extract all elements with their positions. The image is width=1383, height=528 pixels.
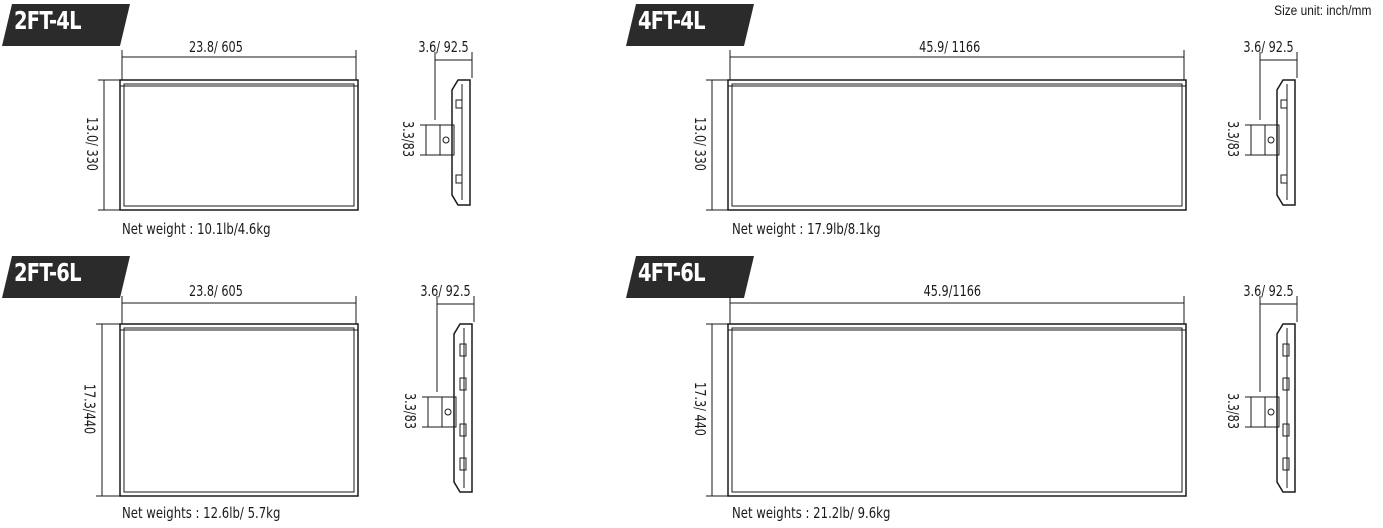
net-weight: Net weight : 17.9lb/8.1kg: [732, 220, 881, 238]
width-dimension: 23.8/ 605: [188, 38, 243, 56]
size-unit-note: Size unit: inch/mm: [1273, 2, 1371, 18]
bracket-dimension: 3.3/83: [1224, 393, 1242, 429]
model-label: 4FT-4L: [638, 6, 706, 35]
net-weight: Net weight : 10.1lb/4.6kg: [122, 220, 271, 238]
dimension-drawing: [706, 50, 1298, 211]
bracket-dimension: 3.3/83: [399, 121, 417, 157]
height-dimension: 13.0/ 330: [82, 117, 101, 171]
model-badge: [2, 256, 130, 298]
model-label: 2FT-4L: [14, 6, 82, 35]
height-dimension: 17.3/ 440: [690, 382, 709, 436]
width-dimension: 23.8/ 605: [188, 282, 243, 300]
bracket-dimension: 3.3/83: [1224, 121, 1242, 157]
spec-panel-4ft-4l: 4FT-4L 45.9/ 1166 13.0/ 330 3.6/ 92.5 3.…: [624, 0, 1314, 264]
spec-panel-2ft-6l: 2FT-6L 23.8/ 605 17.3/440 3.6/ 92.5 3.3/…: [0, 252, 690, 522]
depth-dimension: 3.6/ 92.5: [1243, 282, 1294, 300]
height-dimension: 17.3/440: [80, 383, 99, 435]
depth-dimension: 3.6/ 92.5: [1243, 38, 1294, 56]
height-dimension: 13.0/ 330: [690, 117, 709, 171]
model-label: 4FT-6L: [638, 258, 706, 287]
width-dimension: 45.9/ 1166: [919, 38, 981, 56]
width-dimension: 45.9/1166: [923, 282, 982, 300]
depth-dimension: 3.6/ 92.5: [420, 282, 471, 300]
net-weight: Net weights : 21.2lb/ 9.6kg: [732, 504, 891, 522]
model-badge: [626, 4, 754, 46]
spec-panel-4ft-6l: 4FT-6L 45.9/1166 17.3/ 440 3.6/ 92.5 3.3…: [624, 252, 1314, 522]
bracket-dimension: 3.3/83: [401, 393, 419, 429]
model-label: 2FT-6L: [14, 258, 82, 287]
model-badge: [2, 4, 130, 46]
depth-dimension: 3.6/ 92.5: [418, 38, 469, 56]
spec-panel-2ft-4l: 2FT-4L 23.8/ 605 13.0/ 330 3.6/ 92.5: [0, 0, 690, 264]
model-badge: [626, 256, 754, 298]
dimension-drawing: [98, 50, 473, 211]
net-weight: Net weights : 12.6lb/ 5.7kg: [122, 504, 281, 522]
dimension-drawing: [96, 296, 475, 497]
dimension-drawing: [706, 296, 1298, 497]
